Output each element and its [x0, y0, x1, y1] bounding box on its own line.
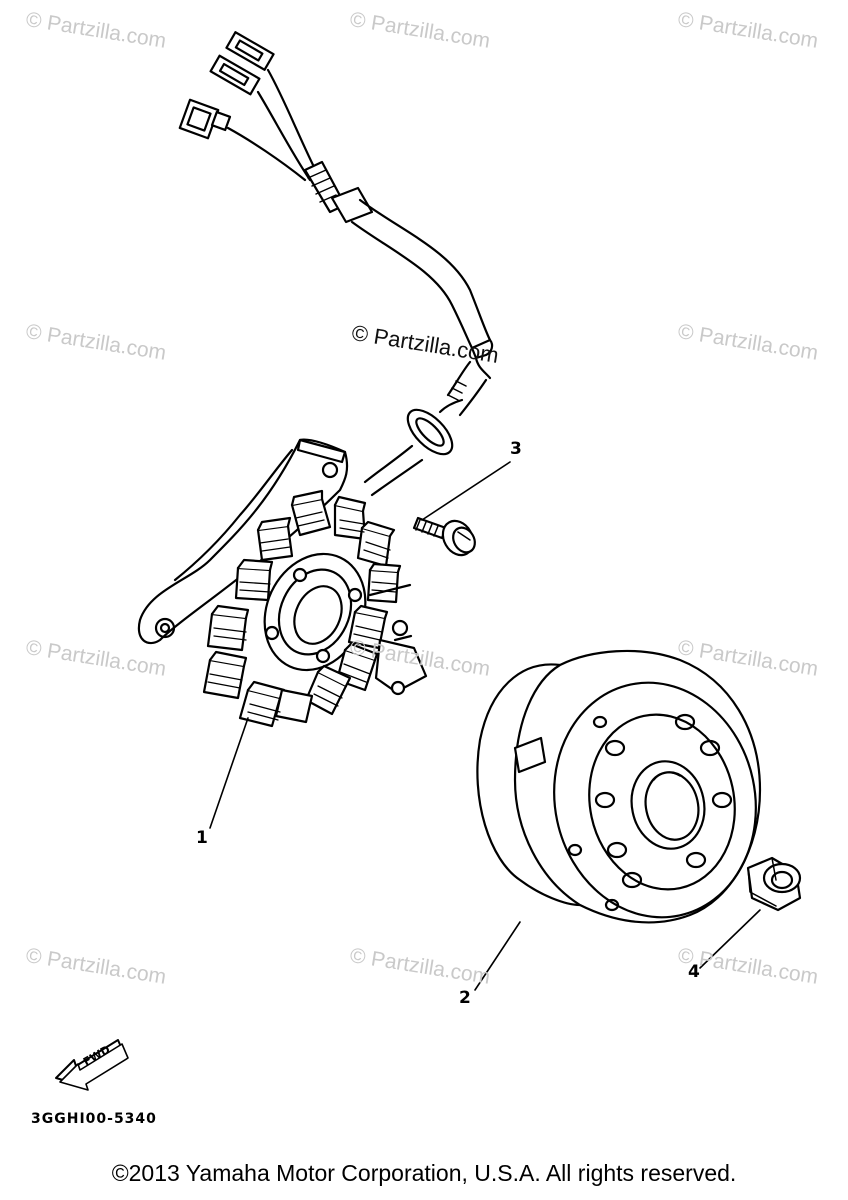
leader-lines [209, 461, 761, 991]
fwd-arrow-icon [55, 1039, 129, 1091]
callout-part-2[interactable]: 2 [459, 988, 471, 1008]
stator-assembly-icon [137, 438, 428, 728]
screw-icon [412, 516, 476, 557]
callout-part-4[interactable]: 4 [688, 962, 700, 982]
rotor-flywheel-icon [476, 649, 762, 924]
diagram-code: 3GGHI00-5340 [31, 1111, 157, 1127]
wire-connector-icon [178, 31, 275, 140]
copyright-notice: ©2013 Yamaha Motor Corporation, U.S.A. A… [111, 1160, 737, 1186]
callout-part-1[interactable]: 1 [196, 828, 208, 848]
callout-part-3[interactable]: 3 [510, 439, 522, 459]
nut-icon [746, 856, 802, 912]
wire-harness [178, 31, 494, 497]
